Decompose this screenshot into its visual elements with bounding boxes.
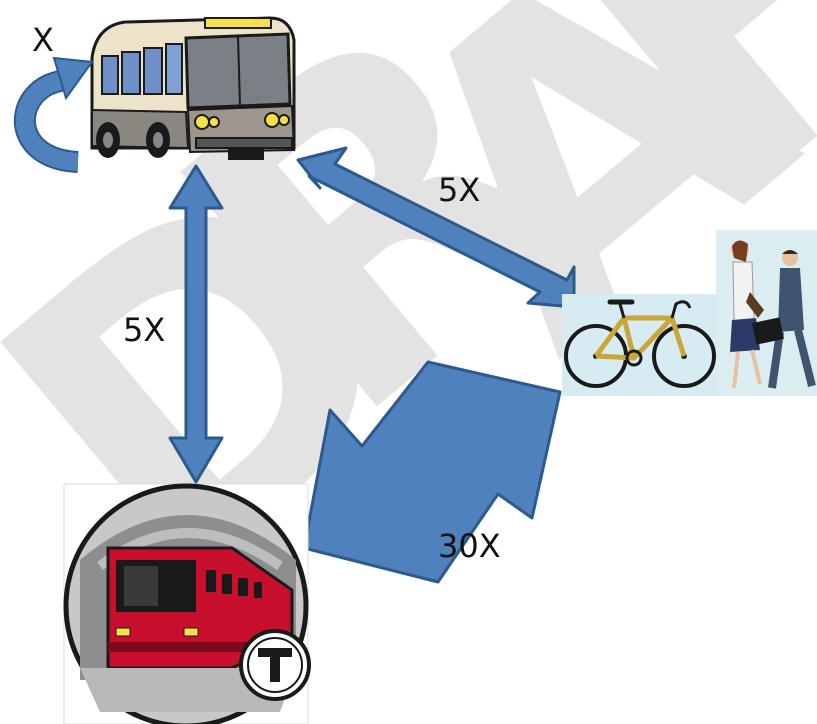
bus-bike-label: 5X: [438, 171, 481, 209]
train-bike-label: 30X: [438, 527, 501, 565]
bus-bike-arrow: [296, 146, 576, 309]
bus-self-label: X: [32, 21, 54, 59]
bus-self-arrow: [13, 56, 94, 173]
bus-train-arrow: [168, 164, 224, 484]
bicycle-icon: [562, 294, 716, 396]
bus-icon: [90, 16, 296, 160]
bus-train-label: 5X: [123, 311, 166, 349]
t-logo-icon: [239, 629, 311, 701]
train-bike-arrow: [302, 360, 562, 584]
pedestrians-icon: [716, 230, 817, 396]
